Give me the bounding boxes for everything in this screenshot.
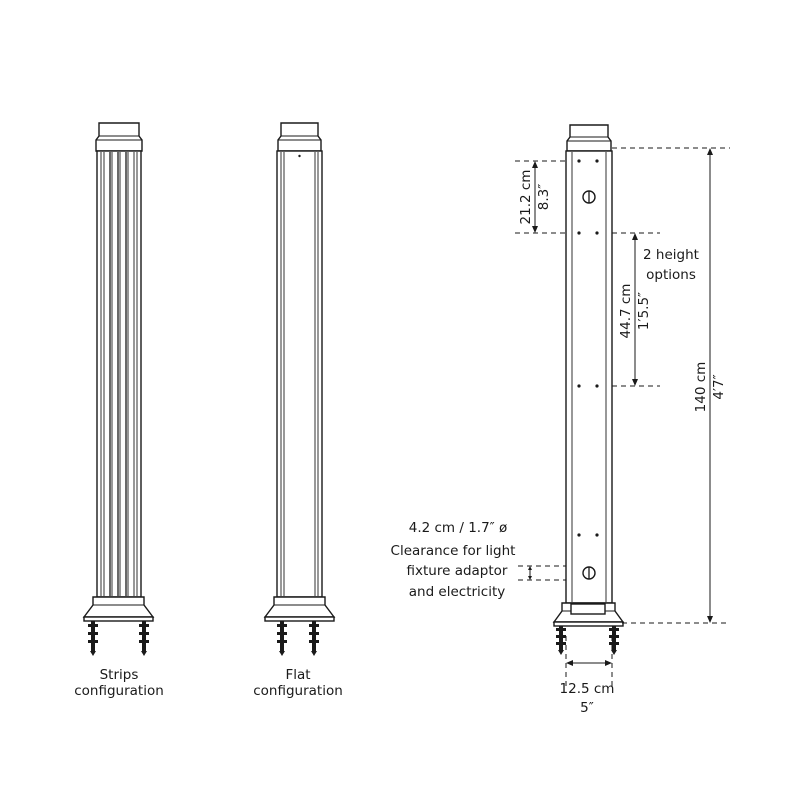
- flat-label-line2: configuration: [253, 683, 343, 699]
- width-arrow: [566, 660, 612, 666]
- strips-post-base: [82, 596, 155, 618]
- height-options-line2: options: [646, 267, 696, 283]
- flat-post-shaft: [276, 150, 323, 598]
- clearance-desc-line1: Clearance for light: [391, 543, 516, 559]
- top-offset-in-label: 8.3″: [536, 184, 552, 211]
- flat-post-anchors: [277, 621, 319, 656]
- strips-pattern: [100, 152, 138, 596]
- dimensioned-post-cap: [566, 124, 612, 152]
- clearance-size-label: 4.2 cm / 1.7″ ø: [409, 520, 508, 536]
- flat-post-base: [263, 596, 336, 618]
- flat-post: [263, 122, 336, 656]
- mounting-holes: [577, 159, 599, 537]
- dimensioned-post-shaft: [565, 150, 613, 604]
- height-option-cm-label: 44.7 cm: [618, 284, 634, 339]
- dimension-lines: [515, 147, 730, 686]
- total-height-in-label: 4′7″: [711, 374, 727, 399]
- clearance-arrow: [528, 566, 532, 580]
- dimensioned-post: [552, 124, 625, 655]
- width-cm-label: 12.5 cm: [560, 681, 615, 697]
- strips-post-anchors: [88, 621, 149, 656]
- height-option-in-label: 1′5.5″: [636, 292, 652, 330]
- total-height-cm-label: 140 cm: [693, 362, 709, 413]
- height-option-arrow: [632, 233, 638, 386]
- height-options-line1: 2 height: [643, 247, 699, 263]
- top-offset-cm-label: 21.2 cm: [518, 170, 534, 225]
- dimensioned-post-anchors: [556, 626, 619, 655]
- width-in-label: 5″: [580, 700, 594, 716]
- strips-post-cap: [95, 122, 143, 152]
- strips-post: [82, 122, 155, 656]
- flat-post-cap: [277, 122, 322, 152]
- lower-clearance-opening: [582, 566, 596, 580]
- flat-label-line1: Flat: [285, 667, 310, 683]
- upper-clearance-opening: [582, 190, 596, 204]
- clearance-desc-line3: and electricity: [409, 584, 506, 600]
- strips-label-line2: configuration: [74, 683, 164, 699]
- clearance-desc-line2: fixture adaptor: [407, 563, 508, 579]
- top-offset-arrow: [532, 161, 538, 233]
- strips-label-line1: Strips: [100, 667, 139, 683]
- total-height-arrow: [707, 148, 713, 623]
